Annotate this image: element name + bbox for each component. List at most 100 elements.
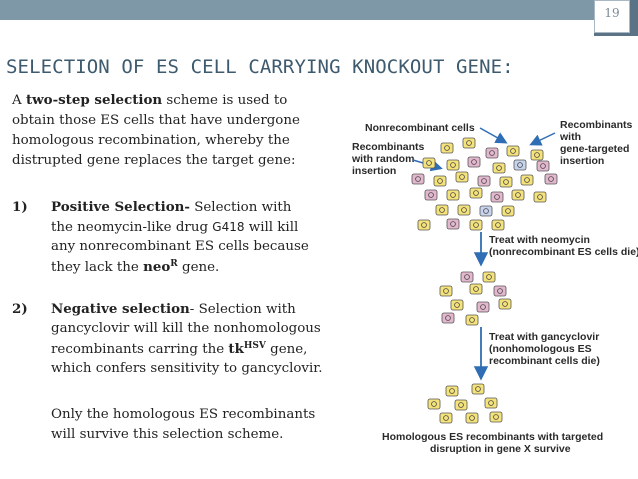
es-cell: [533, 191, 547, 203]
es-cell: [435, 204, 449, 216]
es-cell: [457, 204, 471, 216]
es-cell: [467, 156, 481, 168]
intro-line: obtain those ES cells that have undergon…: [12, 113, 300, 128]
es-cell: [469, 283, 483, 295]
gene-superscript: HSV: [243, 341, 266, 351]
intro-bold: two-step selection: [25, 92, 163, 108]
intro-text: A: [12, 93, 26, 108]
es-cell: [469, 187, 483, 199]
negative-text: gene,: [265, 342, 308, 357]
es-cell: [520, 174, 534, 186]
negative-text: which confers sensitivity to gancyclovir…: [51, 361, 323, 376]
es-cell: [536, 160, 550, 172]
es-cell: [455, 171, 469, 183]
es-cell: [544, 173, 558, 185]
gene-name: tk: [228, 341, 244, 357]
gene-name: neo: [143, 259, 171, 275]
es-cell: [477, 175, 491, 187]
es-cell: [476, 301, 490, 313]
es-cell: [498, 298, 512, 310]
random-insertion-label: Recombinants with random insertion: [351, 141, 427, 177]
positive-text: Selection with: [189, 200, 292, 215]
es-cell: [417, 219, 431, 231]
slide-number-box: [594, 0, 630, 33]
es-cell: [454, 399, 468, 411]
gancyclovir-line: recombinant cells die): [489, 355, 600, 367]
targeted-insertion-line: Recombinants: [560, 119, 633, 131]
es-cell: [446, 159, 460, 171]
initial-cell-population: [411, 137, 558, 231]
es-cell: [501, 205, 515, 217]
es-cell: [441, 312, 455, 324]
list-number: 1): [12, 199, 28, 215]
es-cell: [427, 398, 441, 410]
intro-paragraph: A two-step selection scheme is used to o…: [12, 90, 352, 171]
targeted-insertion-line: gene-targeted: [560, 143, 629, 155]
intro-text: scheme is used to: [162, 93, 288, 108]
es-cell: [439, 412, 453, 424]
es-cell: [513, 159, 527, 171]
es-cell: [460, 271, 474, 283]
es-cell: [506, 145, 520, 157]
slide-title: SELECTION OF ES CELL CARRYING KNOCKOUT G…: [6, 56, 514, 78]
es-cell: [471, 383, 485, 395]
targeted-insertion-line: insertion: [560, 155, 604, 167]
es-cell: [492, 162, 506, 174]
after-neomycin-population: [439, 271, 512, 326]
gene-superscript: R: [170, 259, 178, 269]
es-cell: [490, 191, 504, 203]
neomycin-line: (nonrecombinant ES cells die): [489, 246, 638, 258]
es-cell: [489, 411, 503, 423]
es-cell: [450, 299, 464, 311]
negative-title: Negative selection: [51, 301, 190, 317]
positive-text: will kill: [244, 220, 299, 235]
gancyclovir-line: Treat with gancyclovir: [489, 331, 599, 343]
neomycin-label: Treat with neomycin (nonrecombinant ES c…: [489, 234, 638, 258]
intro-line: homologous recombination, whereby the: [12, 133, 290, 148]
survive-text: Only the homologous ES recombinants: [51, 407, 316, 422]
es-cell: [482, 271, 496, 283]
survive-text: will survive this selection scheme.: [51, 427, 284, 442]
es-cell: [493, 285, 507, 297]
es-cell: [511, 189, 525, 201]
list-number: 2): [12, 301, 28, 317]
nonrecombinant-label: Nonrecombinant cells: [365, 122, 475, 134]
positive-selection-item: 1) Positive Selection- Selection with th…: [0, 197, 360, 281]
targeted-insertion-label: Recombinants with gene-targeted insertio…: [559, 119, 635, 167]
negative-selection-item: 2) Negative selection- Selection with ga…: [0, 299, 370, 459]
pointer-arrow: [529, 132, 556, 146]
result-line: Homologous ES recombinants with targeted: [382, 431, 603, 443]
es-cell: [485, 147, 499, 159]
positive-text: any nonrecombinant ES cells because: [51, 239, 309, 254]
surviving-cell-population: [427, 383, 503, 424]
es-cell: [411, 173, 425, 185]
result-line: disruption in gene X survive: [430, 443, 571, 455]
es-cell: [446, 189, 460, 201]
gancyclovir-line: (nonhomologous ES: [489, 343, 592, 355]
random-insertion-line: Recombinants: [352, 141, 425, 153]
positive-text: gene.: [177, 260, 220, 275]
es-cell: [469, 219, 483, 231]
es-cell: [445, 385, 459, 397]
es-cell: [446, 218, 460, 230]
es-cell: [499, 176, 513, 188]
negative-text: - Selection with: [189, 302, 296, 317]
neomycin-line: Treat with neomycin: [489, 234, 590, 246]
intro-line: distrupted gene replaces the target gene…: [12, 153, 296, 168]
top-bar: [0, 0, 638, 20]
positive-title: Positive Selection-: [51, 199, 190, 215]
es-cell: [465, 314, 479, 326]
es-cell: [424, 189, 438, 201]
es-cell: [479, 205, 493, 217]
es-cell: [491, 219, 505, 231]
es-cell: [439, 285, 453, 297]
pointer-arrow: [479, 127, 508, 144]
es-cell: [530, 149, 544, 161]
gancyclovir-label: Treat with gancyclovir (nonhomologous ES…: [489, 331, 602, 367]
slide-number: 19: [604, 6, 620, 20]
result-label: Homologous ES recombinants with targeted…: [382, 431, 606, 455]
negative-text: recombinants carring the: [51, 342, 229, 357]
es-cell: [440, 142, 454, 154]
es-cell: [433, 175, 447, 187]
